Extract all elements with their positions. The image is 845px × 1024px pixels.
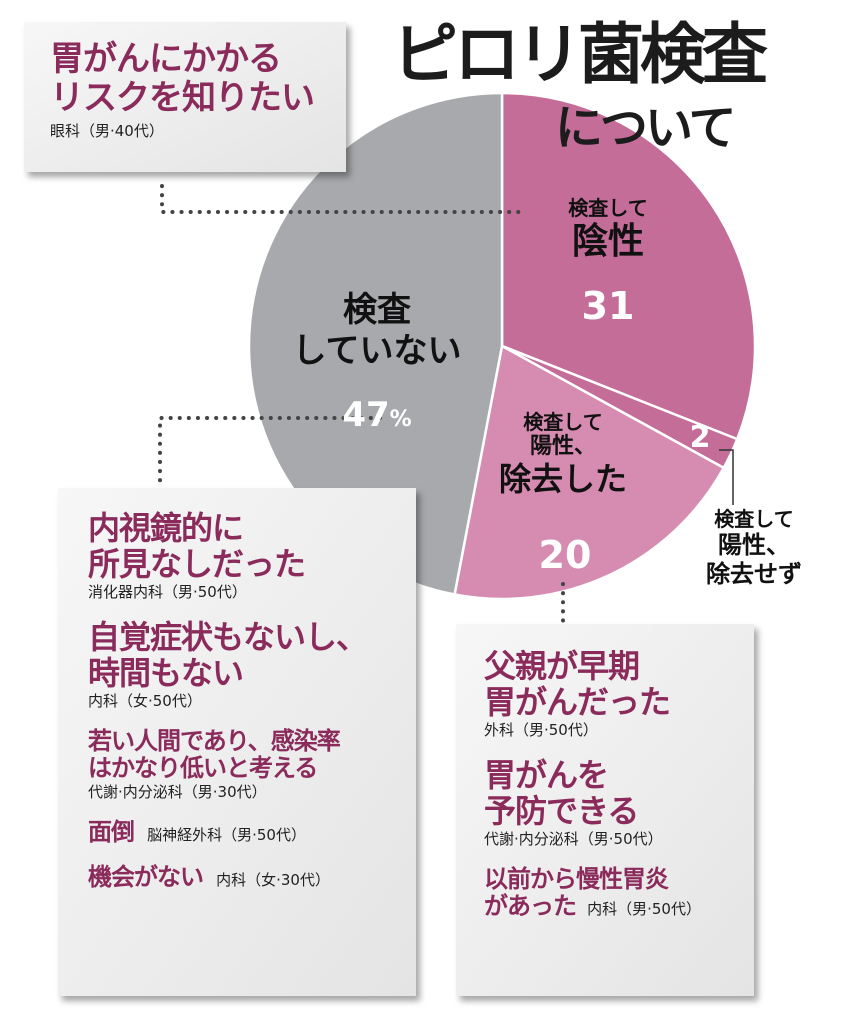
removed-reason-3: 以前から慢性胃炎 があった 内科（男·50代） — [484, 864, 754, 921]
untested-reason-3: 若い人間であり、感染率 はかなり低いと考える 代謝·内分泌科（男·30代） — [88, 726, 416, 801]
label-untested-unit: % — [389, 407, 412, 432]
label-removed-line1: 検査して — [523, 410, 603, 434]
untested-reason-3-line2: はかなり低いと考える — [88, 754, 318, 783]
label-untested-number: 47 — [342, 395, 390, 435]
untested-reason-1: 内視鏡的に 所見なしだった 消化器内科（男·50代） — [88, 510, 416, 601]
removed-reason-1: 父親が早期 胃がんだった 外科（男·50代） — [484, 648, 754, 739]
untested-reason-2-line1: 自覚症状もないし、 — [88, 617, 368, 656]
removed-reason-2: 胃がんを 予防できる 代謝·内分泌科（男·50代） — [484, 755, 754, 848]
label-untested-value: 47% — [322, 395, 432, 436]
label-removed-line3: 除去した — [498, 460, 627, 499]
label-untested: 検査 していない — [282, 290, 472, 372]
label-negative: 検査して 陰性 — [548, 196, 668, 263]
untested-reason-4-line1: 面倒 — [88, 817, 135, 846]
removed-reason-3-line2: があった — [484, 892, 577, 921]
untested-reason-4-attr: 脳神経外科（男·50代） — [147, 825, 306, 844]
label-untested-line2: していない — [292, 330, 462, 371]
untested-reason-2: 自覚症状もないし、 時間もない 内科（女·50代） — [88, 617, 416, 710]
leader-not-removed — [719, 449, 734, 505]
untested-reason-1-line2: 所見なしだった — [88, 545, 306, 584]
comment-top-left-line1: 胃がんにかかる — [50, 39, 282, 79]
label-removed: 検査して 陽性、 除去した — [488, 410, 638, 499]
comment-box-untested: 内視鏡的に 所見なしだった 消化器内科（男·50代） 自覚症状もないし、 時間も… — [58, 488, 416, 996]
comment-top-left-line2: リスクを知りたい — [50, 77, 315, 118]
pie-slice-1 — [500, 91, 757, 441]
label-not-removed-line3: 除去せず — [706, 559, 802, 588]
removed-reason-3-line1: 以前から慢性胃炎 — [484, 864, 669, 893]
pie-slice-3 — [453, 344, 725, 601]
untested-reason-2-line2: 時間もない — [88, 654, 244, 693]
untested-reason-3-line1: 若い人間であり、感染率 — [88, 726, 341, 755]
untested-reason-5-line1: 機会がない — [88, 862, 204, 891]
label-removed-line2: 陽性、 — [529, 434, 596, 459]
leader-top-left — [160, 184, 522, 214]
label-untested-line1: 検査 — [343, 290, 411, 330]
label-negative-line2: 陰性 — [571, 221, 644, 262]
label-negative-value: 31 — [581, 284, 635, 328]
untested-reason-2-attr: 内科（女·50代） — [88, 691, 202, 710]
removed-reason-1-line2: 胃がんだった — [484, 683, 671, 722]
untested-reason-4: 面倒 脳神経外科（男·50代） — [88, 817, 416, 846]
untested-reason-3-attr: 代謝·内分泌科（男·30代） — [88, 782, 267, 801]
comment-box-top-left: 胃がんにかかる リスクを知りたい 眼科（男·40代） — [24, 22, 346, 172]
untested-reason-5: 機会がない 内科（女·30代） — [88, 862, 416, 891]
label-not-removed: 検査して 陽性、 除去せず — [684, 507, 824, 589]
removed-reason-1-line1: 父親が早期 — [484, 647, 640, 685]
removed-reason-2-attr: 代謝·内分泌科（男·50代） — [484, 829, 663, 848]
untested-reason-1-line1: 内視鏡的に — [88, 509, 244, 547]
label-not-removed-line1: 検査して — [714, 507, 794, 531]
label-removed-value: 20 — [538, 533, 592, 577]
page-subtitle: について — [555, 100, 737, 156]
label-not-removed-line2: 陽性、 — [718, 531, 790, 559]
removed-reason-2-line1: 胃がんを — [484, 755, 609, 794]
label-negative-line1: 検査して — [568, 196, 648, 220]
removed-reason-3-attr: 内科（男·50代） — [587, 900, 701, 919]
removed-reason-1-attr: 外科（男·50代） — [484, 720, 598, 739]
label-not-removed-value: 2 — [689, 420, 711, 455]
untested-reason-1-attr: 消化器内科（男·50代） — [88, 582, 247, 601]
page-title: ピロリ菌検査 — [392, 16, 768, 93]
comment-box-removed: 父親が早期 胃がんだった 外科（男·50代） 胃がんを 予防できる 代謝·内分泌… — [456, 624, 754, 996]
untested-reason-5-attr: 内科（女·30代） — [216, 870, 330, 889]
leader-untested — [158, 416, 382, 490]
removed-reason-2-line2: 予防できる — [484, 792, 639, 831]
comment-top-left-attr: 眼科（男·40代） — [50, 121, 164, 140]
